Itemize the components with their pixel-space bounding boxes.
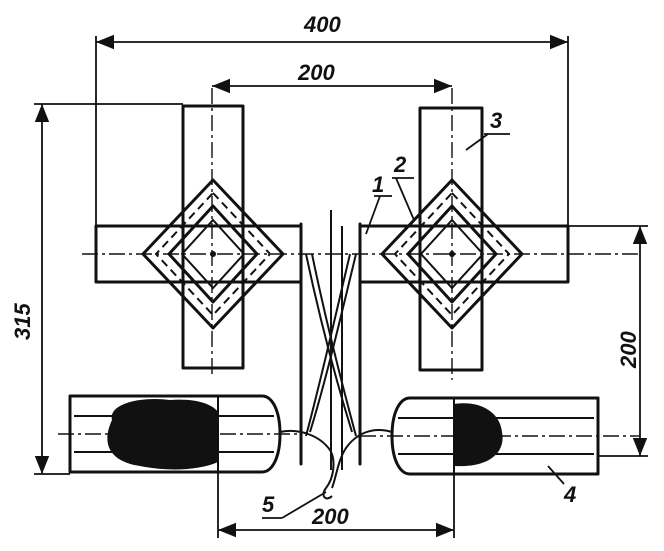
right-diamond bbox=[380, 178, 524, 330]
left-diamond bbox=[141, 178, 285, 330]
center-column bbox=[299, 210, 362, 470]
callout-2: 2 bbox=[392, 152, 415, 221]
callout-4: 4 bbox=[547, 465, 576, 507]
left-float bbox=[58, 394, 300, 474]
callout-label-1: 1 bbox=[372, 172, 384, 197]
right-beam bbox=[418, 88, 484, 380]
dim-overall-width: 400 bbox=[95, 12, 569, 280]
dim-label-315: 315 bbox=[10, 303, 35, 340]
dim-label-400: 400 bbox=[303, 12, 341, 37]
dim-label-200-top: 200 bbox=[297, 60, 335, 85]
callout-3: 3 bbox=[465, 108, 510, 151]
callout-label-2: 2 bbox=[393, 152, 407, 177]
dim-overall-height: 315 bbox=[10, 103, 183, 475]
dim-float-spacing: 200 bbox=[217, 472, 455, 538]
cords bbox=[279, 429, 393, 500]
callout-label-4: 4 bbox=[563, 482, 576, 507]
callout-5: 5 bbox=[262, 491, 327, 519]
callout-label-3: 3 bbox=[490, 108, 502, 133]
callout-1: 1 bbox=[365, 172, 392, 235]
dim-bracket-height: 200 bbox=[568, 225, 648, 457]
callout-label-5: 5 bbox=[262, 492, 275, 517]
left-beam bbox=[181, 88, 245, 378]
dim-frame-spacing: 200 bbox=[212, 60, 452, 94]
right-float bbox=[360, 396, 640, 476]
dim-label-200-right: 200 bbox=[616, 331, 641, 369]
dim-label-200-bottom: 200 bbox=[311, 504, 349, 529]
